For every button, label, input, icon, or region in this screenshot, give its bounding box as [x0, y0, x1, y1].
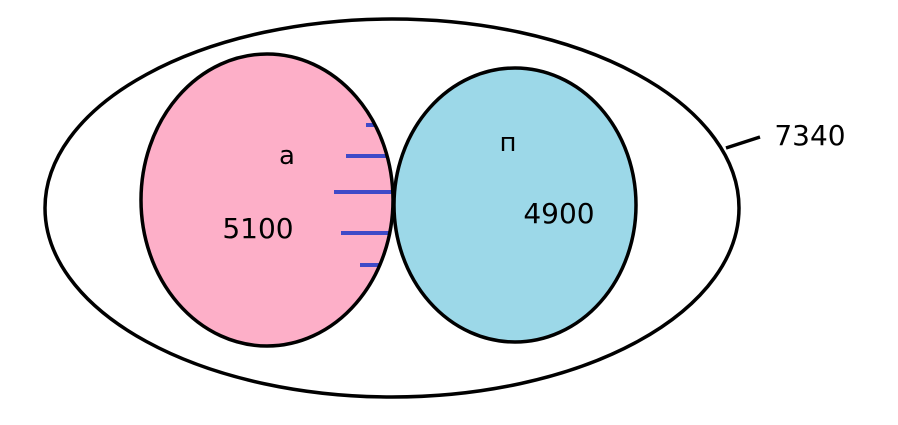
set-p-name-label: п: [500, 128, 517, 158]
set-p-count-label: 4900: [523, 197, 594, 230]
set-p-outline: [392, 66, 638, 344]
set-p-circle: [394, 68, 636, 342]
set-a-count-label: 5100: [222, 212, 293, 245]
universe-total-label: 7340: [774, 119, 845, 152]
universe-leader-line: [725, 135, 761, 150]
set-a-name-label: а: [279, 141, 295, 171]
set-a-circle: [141, 54, 393, 346]
